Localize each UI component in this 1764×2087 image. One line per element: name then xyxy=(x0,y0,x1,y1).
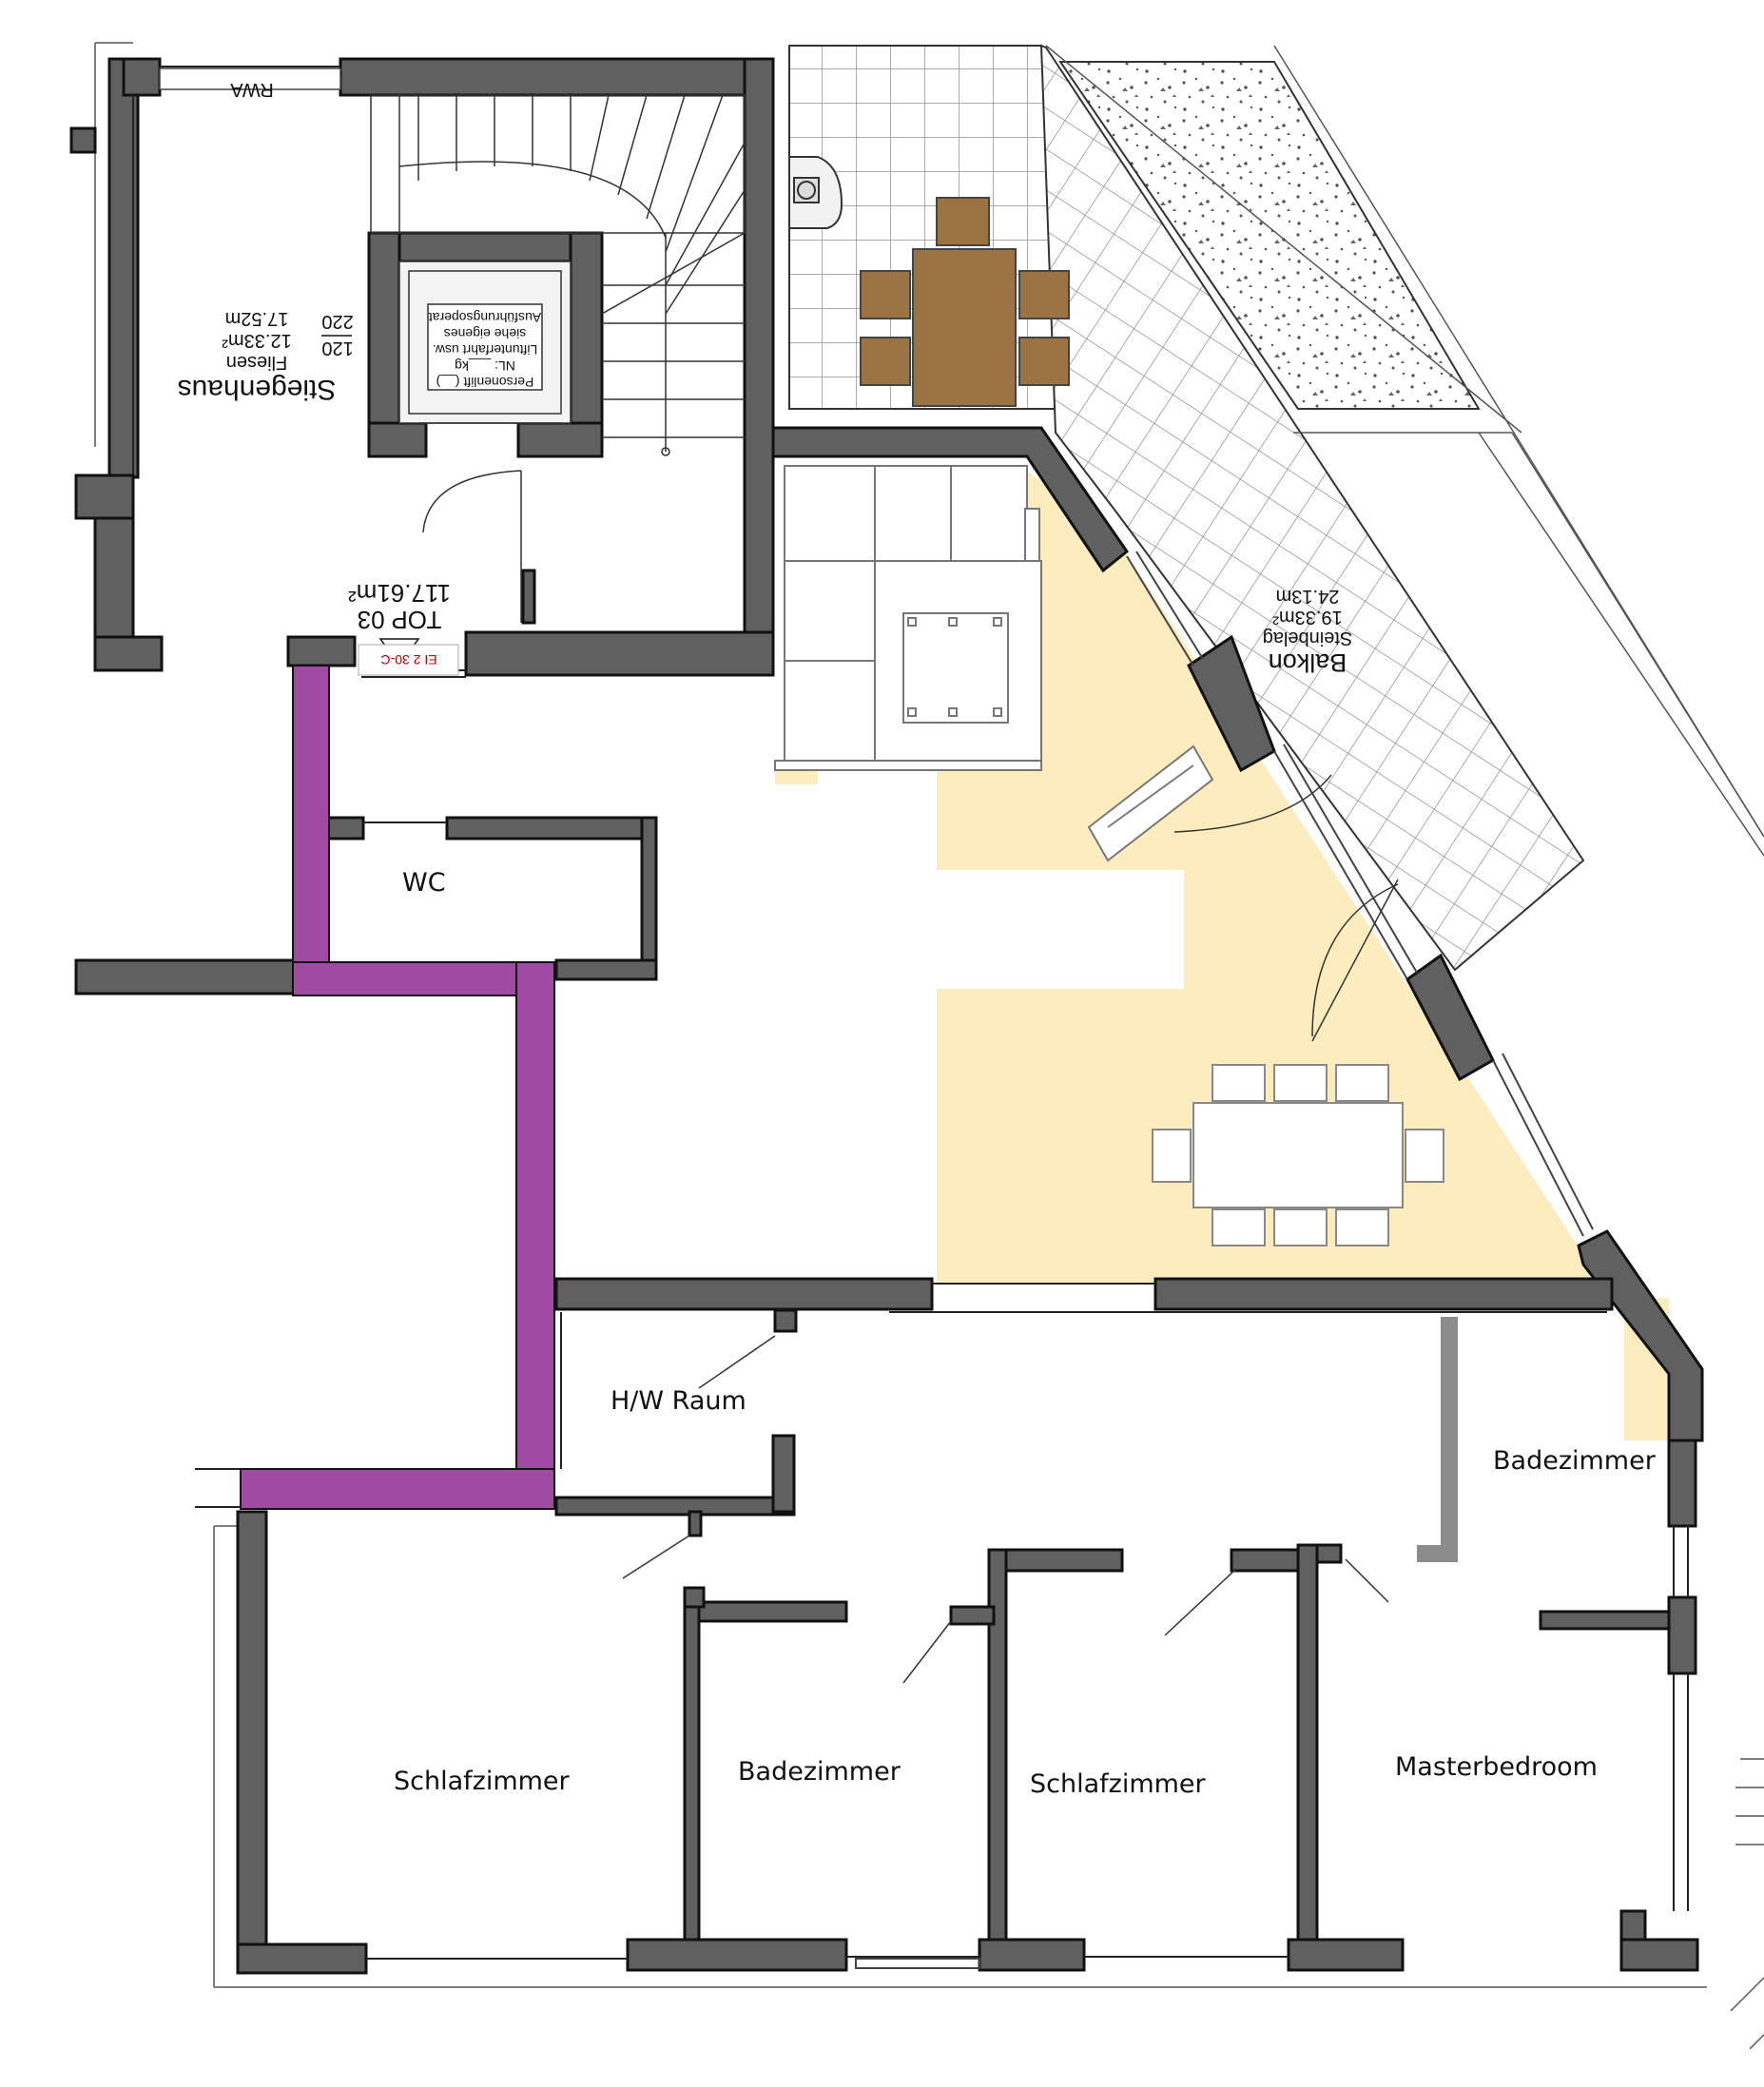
chair-icon xyxy=(1335,1064,1389,1102)
balcony-area2: 24.13m xyxy=(1276,586,1340,607)
door-rating-text: EI 2 30-C xyxy=(380,652,436,667)
balcony-area xyxy=(1039,44,1585,972)
stairwell-label: Stiegenhaus Fliesen 12.33m² 17.52m xyxy=(178,308,337,405)
stairwell-floor: Fliesen xyxy=(226,352,287,373)
gravel-planter xyxy=(1058,61,1481,410)
property-lines xyxy=(94,42,1764,2050)
chair-icon xyxy=(1212,1208,1266,1246)
chair-icon xyxy=(936,197,990,246)
walls xyxy=(69,57,1704,1975)
room-label-masterbedroom: Masterbedroom xyxy=(1395,1752,1598,1782)
room-label-schlafzimmer-left: Schlafzimmer xyxy=(394,1767,571,1796)
stairwell-name: Stiegenhaus xyxy=(178,374,337,405)
chair-icon xyxy=(1273,1064,1328,1102)
door-swing-icon xyxy=(422,470,1399,1684)
chair-icon xyxy=(1335,1208,1389,1246)
dim-bottom: 220 xyxy=(321,311,353,332)
elevator-icon xyxy=(398,261,572,424)
lift-line1: Personenlift (__) xyxy=(436,375,534,390)
fireplace xyxy=(1087,744,1214,862)
lift-line4: siehe eigenes xyxy=(444,326,526,341)
terrace-table xyxy=(860,197,1070,407)
window-icon xyxy=(855,551,1594,1969)
chimney-icon xyxy=(788,156,843,229)
door-rating: EI 2 30-C xyxy=(358,638,459,676)
partition-wall xyxy=(240,665,555,1510)
room-label-badezimmer-right: Badezimmer xyxy=(1493,1446,1657,1476)
lift-line5: Ausführungsoperat xyxy=(429,310,541,325)
room-label-hw-raum: H/W Raum xyxy=(611,1386,746,1416)
balcony-name: Balkon xyxy=(1269,648,1347,677)
stair-icon xyxy=(370,94,746,456)
balcony-label: Balkon Steinbelag 19.33m² 24.13m xyxy=(1263,586,1353,677)
chair-icon xyxy=(860,270,911,319)
unit-label: TOP 03 117.61m² xyxy=(348,579,451,634)
room-labels: WC H/W Raum Badezimmer Schlafzimmer Bade… xyxy=(394,868,1657,1799)
chair-icon xyxy=(860,337,911,386)
chair-icon xyxy=(1018,270,1070,319)
lift-line3: Liftunterfahrt usw. xyxy=(433,342,538,357)
dim-top: 120 xyxy=(321,338,353,358)
balcony-area1: 19.33m² xyxy=(1272,607,1343,628)
chair-icon xyxy=(1152,1129,1192,1183)
chair-icon xyxy=(1405,1129,1444,1183)
elevator-text: Personenlift (__) NL: ___kg Liftunterfah… xyxy=(429,310,541,390)
balcony-floor: Steinbelag xyxy=(1263,628,1353,648)
room-label-schlafzimmer-mid: Schlafzimmer xyxy=(1030,1769,1207,1799)
lift-line2: NL: ___kg xyxy=(455,358,515,374)
dining-table xyxy=(1152,1064,1444,1246)
unit-area: 117.61m² xyxy=(348,579,451,608)
stair-dimension: 120 220 xyxy=(321,311,354,358)
rwa-label: RWA xyxy=(230,79,274,100)
stairwell-area2: 17.52m xyxy=(225,308,289,329)
room-label-wc: WC xyxy=(402,868,446,898)
rwa-window xyxy=(159,68,341,90)
stairwell-area1: 12.33m² xyxy=(222,330,292,351)
unit-name: TOP 03 xyxy=(358,606,442,634)
room-label-badezimmer-mid: Badezimmer xyxy=(738,1757,901,1787)
chair-icon xyxy=(1212,1064,1266,1102)
chair-icon xyxy=(1273,1208,1328,1246)
chair-icon xyxy=(1018,337,1070,386)
sofa-icon xyxy=(774,465,1042,771)
